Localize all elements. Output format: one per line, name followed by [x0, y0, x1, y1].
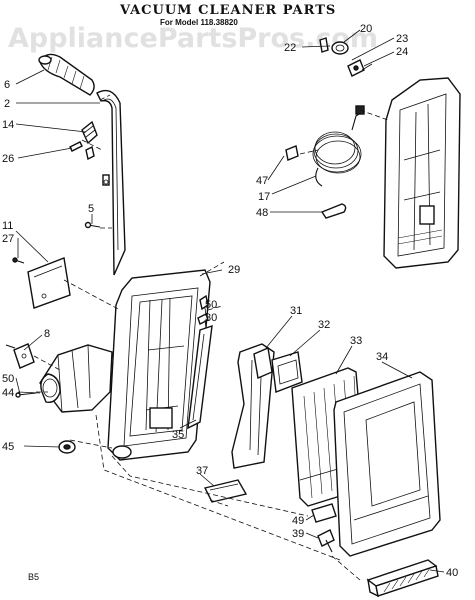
leader-lines [15, 29, 445, 573]
front-cover-part [333, 371, 441, 557]
gasket-strip-part [187, 313, 213, 430]
wheel-part [58, 440, 76, 454]
callout-35: 35 [172, 429, 184, 441]
knob-part [285, 145, 299, 161]
callout-33: 33 [350, 335, 362, 347]
callout-11: 11 [2, 220, 13, 232]
upper-handle-tube-part [96, 89, 126, 276]
cord-tip-part [320, 203, 347, 219]
callout-47: 47 [256, 175, 268, 187]
diagram-title: Vacuum Cleaner Parts [119, 3, 336, 18]
callout-14: 14 [2, 119, 14, 131]
callout-45: 45 [2, 441, 14, 453]
callout-27: 27 [2, 233, 14, 245]
hand-grip-part [38, 53, 95, 96]
bag-bracket-part [271, 351, 303, 393]
callout-39: 39 [292, 528, 304, 540]
callout-23: 23 [396, 33, 408, 45]
switch-assembly-part [319, 37, 373, 77]
latch-column-part [231, 343, 275, 469]
callout-34: 34 [376, 351, 388, 363]
callout-31: 31 [290, 305, 302, 317]
screw-part-5 [84, 221, 101, 229]
diagram-subtitle: For Model 118.38820 [160, 18, 238, 27]
callout-24: 24 [396, 46, 408, 58]
callout-17: 17 [258, 191, 270, 203]
bag-pad-part [311, 503, 337, 523]
callout-26: 26 [2, 153, 14, 165]
screw-part-39 [317, 529, 335, 553]
callout-8: 8 [44, 328, 50, 340]
watermark: AppliancePartsPros.com [8, 23, 378, 54]
callout-6: 6 [4, 79, 10, 91]
motor-housing-part [5, 343, 113, 413]
callout-32: 32 [318, 319, 330, 331]
callout-labels: 6 2 14 26 5 11 27 8 50 44 45 29 50 30 31… [2, 23, 458, 579]
bottom-grille-part [366, 559, 439, 598]
callout-22: 22 [284, 42, 296, 54]
assembly-guide-lines [33, 94, 389, 581]
callout-2: 2 [4, 98, 10, 110]
callout-49: 49 [292, 515, 304, 527]
callout-40: 40 [446, 567, 458, 579]
callout-48: 48 [256, 207, 268, 219]
main-housing-part [107, 269, 211, 461]
callout-50-center: 50 [205, 299, 217, 311]
rear-housing-part [383, 77, 461, 269]
handle-bracket-part [69, 120, 98, 161]
callout-37: 37 [196, 465, 208, 477]
callout-50-left: 50 [2, 373, 14, 385]
callout-44: 44 [2, 387, 14, 399]
callout-29: 29 [228, 264, 240, 276]
callout-20: 20 [360, 23, 372, 35]
callout-5: 5 [88, 203, 94, 215]
page-code: B5 [28, 572, 39, 582]
callout-30: 30 [205, 312, 217, 324]
power-cord-part [312, 105, 365, 187]
filter-clip-part [203, 479, 248, 503]
cover-plate-part [12, 257, 71, 309]
